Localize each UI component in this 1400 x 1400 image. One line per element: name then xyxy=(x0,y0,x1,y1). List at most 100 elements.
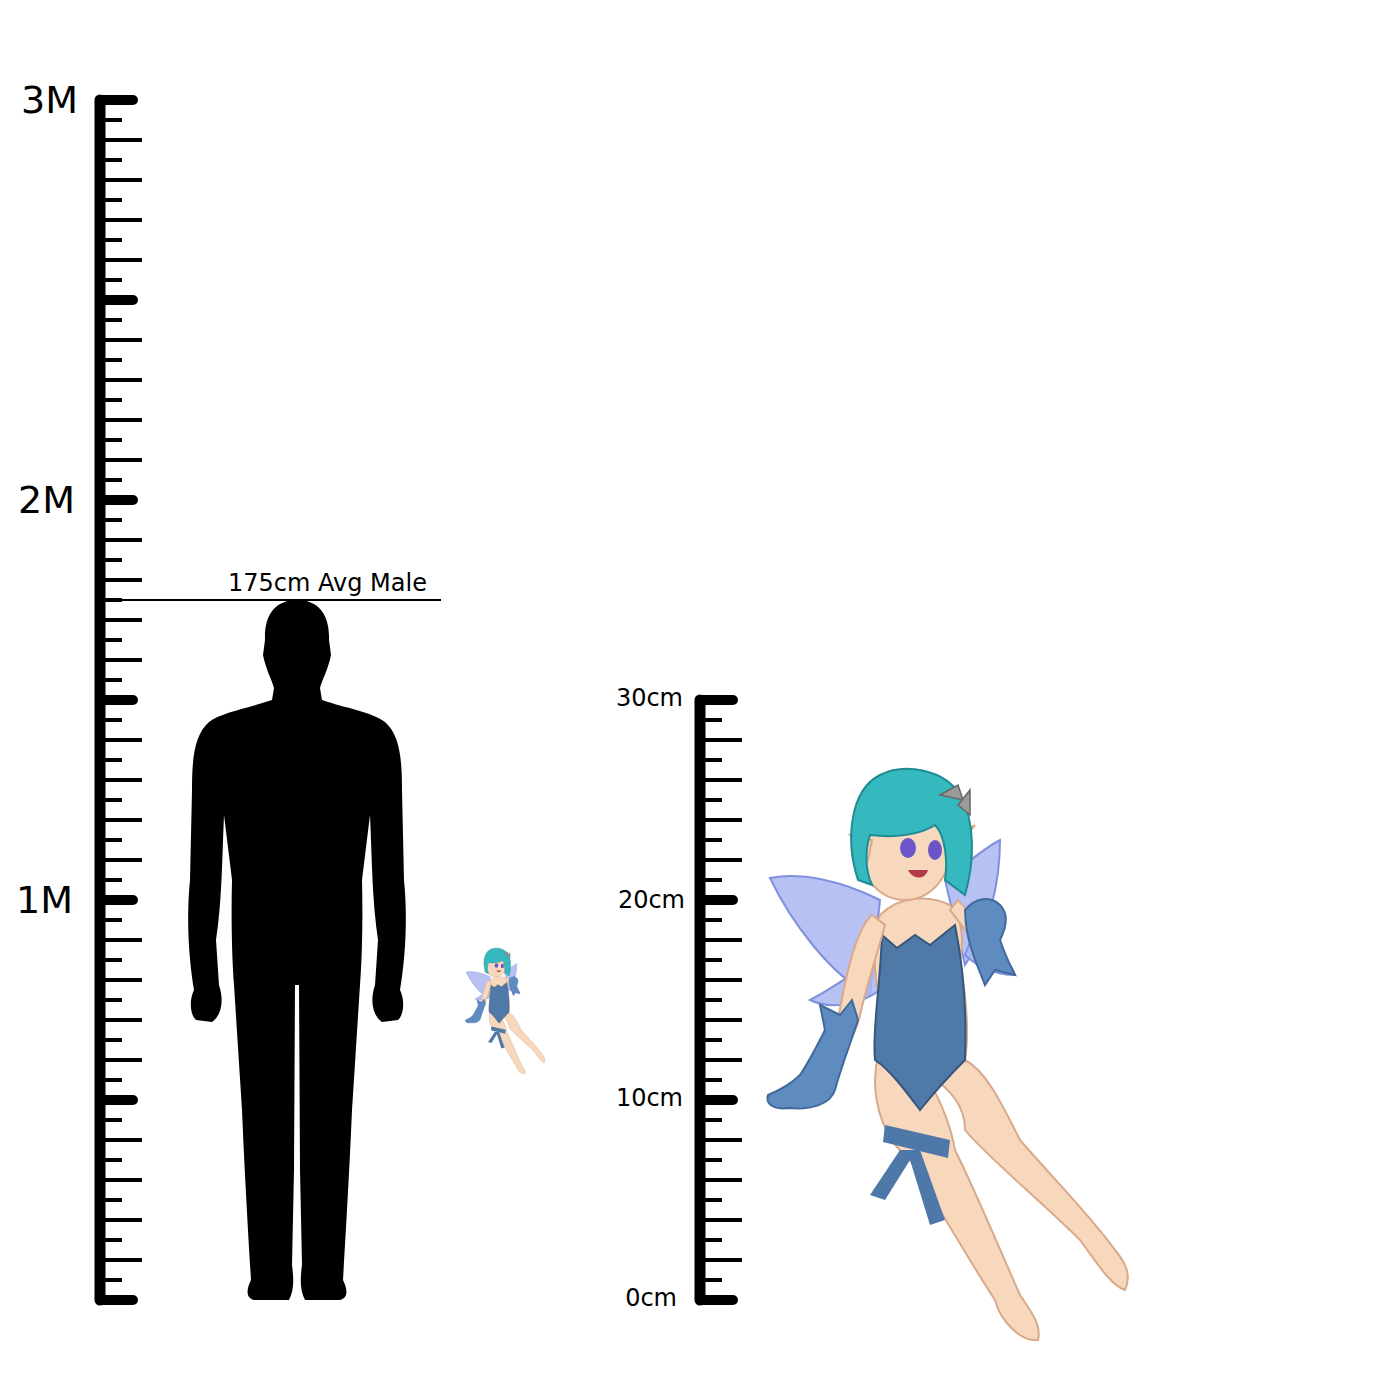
major-tick xyxy=(700,895,733,905)
minor-tick xyxy=(100,278,122,282)
minor-tick xyxy=(700,1238,722,1242)
fairy-small xyxy=(466,948,545,1074)
tick xyxy=(100,658,142,662)
minor-tick xyxy=(700,798,722,802)
major-tick xyxy=(700,695,733,705)
minor-tick xyxy=(100,838,122,842)
tick xyxy=(100,538,142,542)
tick xyxy=(100,818,142,822)
tick xyxy=(100,738,142,742)
tick xyxy=(100,1018,142,1022)
minor-tick xyxy=(700,1078,722,1082)
minor-tick xyxy=(700,878,722,882)
minor-tick xyxy=(100,238,122,242)
scale-label: 1M xyxy=(16,881,73,919)
minor-tick xyxy=(100,718,122,722)
minor-tick xyxy=(100,478,122,482)
minor-tick xyxy=(100,1078,122,1082)
tick xyxy=(100,178,142,182)
tick xyxy=(100,1218,142,1222)
tick xyxy=(100,1058,142,1062)
tick xyxy=(700,978,742,982)
tick xyxy=(700,1258,742,1262)
tick xyxy=(100,338,142,342)
scale-label: 20cm xyxy=(618,888,685,912)
tick xyxy=(100,778,142,782)
tick xyxy=(100,1178,142,1182)
tick xyxy=(700,858,742,862)
major-tick xyxy=(100,1295,133,1305)
minor-tick xyxy=(100,878,122,882)
minor-tick xyxy=(100,958,122,962)
minor-tick xyxy=(100,918,122,922)
tick xyxy=(100,378,142,382)
major-tick xyxy=(700,1095,733,1105)
tick xyxy=(100,218,142,222)
major-tick xyxy=(100,95,133,105)
minor-tick xyxy=(700,1198,722,1202)
minor-tick xyxy=(100,158,122,162)
minor-tick xyxy=(100,1198,122,1202)
tick xyxy=(100,618,142,622)
minor-tick xyxy=(100,518,122,522)
major-tick xyxy=(100,295,133,305)
scale-label: 10cm xyxy=(616,1086,683,1110)
minor-tick xyxy=(100,678,122,682)
tick xyxy=(100,1258,142,1262)
minor-tick xyxy=(700,1038,722,1042)
minor-tick xyxy=(700,718,722,722)
tick xyxy=(100,578,142,582)
major-tick xyxy=(700,1295,733,1305)
minor-tick xyxy=(700,958,722,962)
minor-tick xyxy=(100,318,122,322)
major-tick xyxy=(100,495,133,505)
tick xyxy=(100,458,142,462)
major-tick xyxy=(100,695,133,705)
minor-tick xyxy=(100,198,122,202)
tick xyxy=(700,738,742,742)
major-tick xyxy=(100,895,133,905)
minor-tick xyxy=(100,398,122,402)
minor-tick xyxy=(100,598,122,602)
minor-tick xyxy=(700,1278,722,1282)
minor-tick xyxy=(700,838,722,842)
rulers xyxy=(100,100,742,1300)
minor-tick xyxy=(100,358,122,362)
tick xyxy=(100,978,142,982)
scale-label: 0cm xyxy=(625,1286,677,1310)
minor-tick xyxy=(700,758,722,762)
minor-tick xyxy=(100,798,122,802)
minor-tick xyxy=(100,438,122,442)
minor-tick xyxy=(700,1118,722,1122)
fairy-large xyxy=(767,769,1127,1340)
tick xyxy=(100,938,142,942)
minor-tick xyxy=(100,558,122,562)
minor-tick xyxy=(700,918,722,922)
human-silhouette xyxy=(188,600,406,1300)
minor-tick xyxy=(100,758,122,762)
minor-tick xyxy=(100,1238,122,1242)
tick xyxy=(100,858,142,862)
tick xyxy=(100,1138,142,1142)
tick xyxy=(700,1058,742,1062)
tick xyxy=(700,1138,742,1142)
minor-tick xyxy=(100,998,122,1002)
major-tick xyxy=(100,1095,133,1105)
tick xyxy=(700,938,742,942)
tick xyxy=(700,818,742,822)
minor-tick xyxy=(100,638,122,642)
height-line xyxy=(120,599,441,601)
scale-label: 3M xyxy=(21,81,78,119)
scale-label: 30cm xyxy=(616,686,683,710)
minor-tick xyxy=(700,1158,722,1162)
tick xyxy=(700,1018,742,1022)
minor-tick xyxy=(100,1038,122,1042)
height-label: 175cm Avg Male xyxy=(228,571,427,595)
minor-tick xyxy=(100,1278,122,1282)
minor-tick xyxy=(100,118,122,122)
minor-tick xyxy=(100,1118,122,1122)
tick xyxy=(100,138,142,142)
tick xyxy=(700,1218,742,1222)
scale-label: 2M xyxy=(18,481,75,519)
